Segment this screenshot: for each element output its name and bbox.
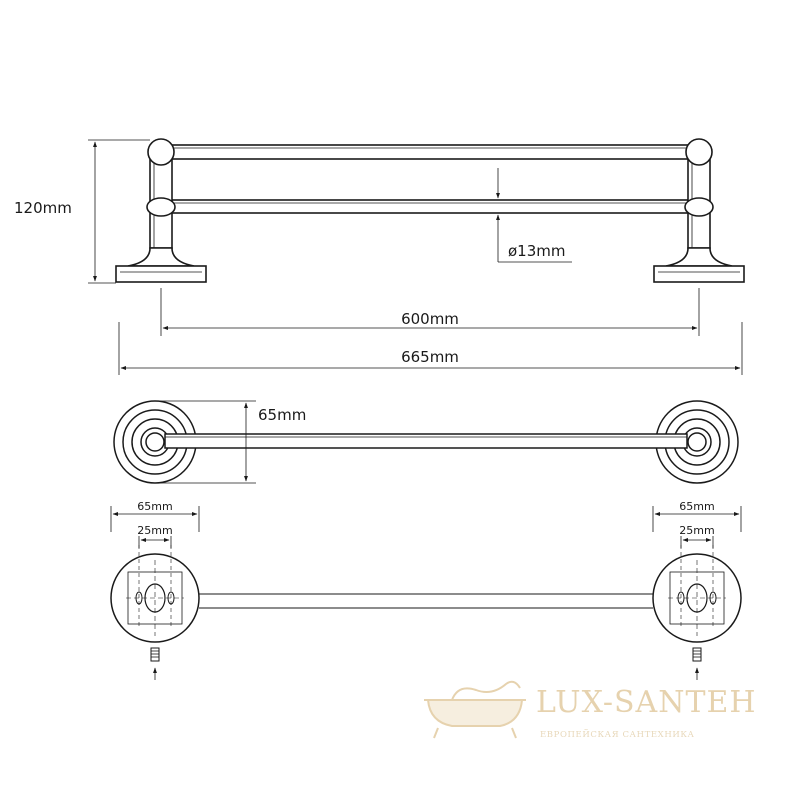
overall-width-label: 665mm bbox=[401, 348, 459, 366]
right-hole-spacing-label: 25mm bbox=[679, 524, 714, 537]
diameter-callout bbox=[496, 168, 572, 263]
right-bracket bbox=[653, 138, 745, 283]
mounting-bar bbox=[199, 593, 653, 609]
right-mounting-base bbox=[652, 545, 742, 643]
left-hole-spacing-label: 25mm bbox=[137, 524, 172, 537]
front-view bbox=[115, 138, 745, 283]
left-base-width-label: 65mm bbox=[137, 500, 172, 513]
left-base-dimensions bbox=[110, 506, 200, 548]
depth-dimension bbox=[155, 400, 256, 484]
height-label: 120mm bbox=[14, 199, 72, 217]
overall-width-dimension bbox=[118, 322, 743, 375]
height-dimension bbox=[88, 139, 150, 284]
top-left-rosette bbox=[113, 400, 197, 484]
diameter-label: ø13mm bbox=[508, 242, 566, 260]
upper-bar bbox=[169, 144, 693, 160]
left-mounting-base bbox=[110, 545, 200, 643]
top-view bbox=[113, 400, 739, 484]
top-right-rosette bbox=[655, 400, 739, 484]
watermark-brand: LUX-SANTEH bbox=[536, 685, 757, 720]
mounting-view bbox=[110, 545, 742, 643]
lower-bar bbox=[169, 199, 693, 214]
inner-width-label: 600mm bbox=[401, 310, 459, 328]
left-bracket bbox=[115, 138, 207, 283]
left-set-screw bbox=[150, 647, 160, 680]
inner-width-dimension bbox=[160, 288, 700, 336]
top-bar bbox=[164, 433, 688, 449]
right-set-screw bbox=[692, 647, 702, 680]
bathtub-logo-icon bbox=[424, 680, 526, 739]
right-base-dimensions bbox=[652, 506, 742, 548]
watermark: LUX-SANTEH ЕВРОПЕЙСКАЯ САНТЕХНИКА bbox=[424, 680, 757, 740]
right-base-width-label: 65mm bbox=[679, 500, 714, 513]
depth-label: 65mm bbox=[258, 406, 306, 424]
watermark-tagline: ЕВРОПЕЙСКАЯ САНТЕХНИКА bbox=[540, 728, 695, 740]
